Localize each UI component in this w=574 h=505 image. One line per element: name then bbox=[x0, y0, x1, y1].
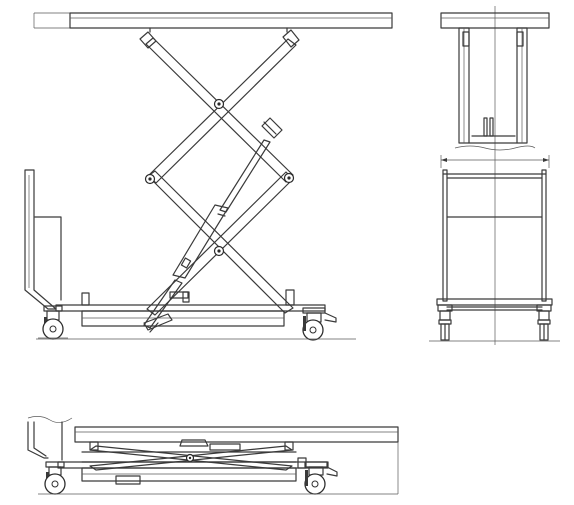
lowered-table-top bbox=[74, 426, 399, 443]
end-caster-right bbox=[536, 304, 552, 341]
end-view-top bbox=[440, 12, 550, 151]
hydraulic-cylinder-icon bbox=[143, 117, 283, 329]
scissor-arms-upper bbox=[145, 37, 297, 184]
lowered-base-frame bbox=[57, 457, 329, 485]
scissor-arms-lower bbox=[146, 170, 294, 316]
caster-wheel-right bbox=[302, 307, 337, 341]
scissor-pivot-icon bbox=[144, 98, 295, 257]
end-view-frame bbox=[436, 169, 553, 311]
lowered-handle bbox=[27, 416, 73, 461]
side-view-raised bbox=[24, 12, 393, 341]
push-handle-icon bbox=[24, 169, 62, 310]
foot-pedal-icon bbox=[143, 313, 173, 333]
width-dimension bbox=[440, 155, 550, 168]
base-frame bbox=[55, 289, 326, 327]
table-top bbox=[69, 12, 393, 33]
lowered-caster-right bbox=[304, 461, 338, 495]
end-view-raised bbox=[429, 6, 560, 345]
lowered-scissor bbox=[81, 439, 297, 471]
top-bracket-right bbox=[282, 29, 300, 48]
end-caster-left bbox=[437, 304, 453, 341]
reference-line bbox=[33, 12, 70, 29]
lowered-caster-left bbox=[44, 461, 66, 495]
side-view-lowered bbox=[27, 416, 399, 495]
